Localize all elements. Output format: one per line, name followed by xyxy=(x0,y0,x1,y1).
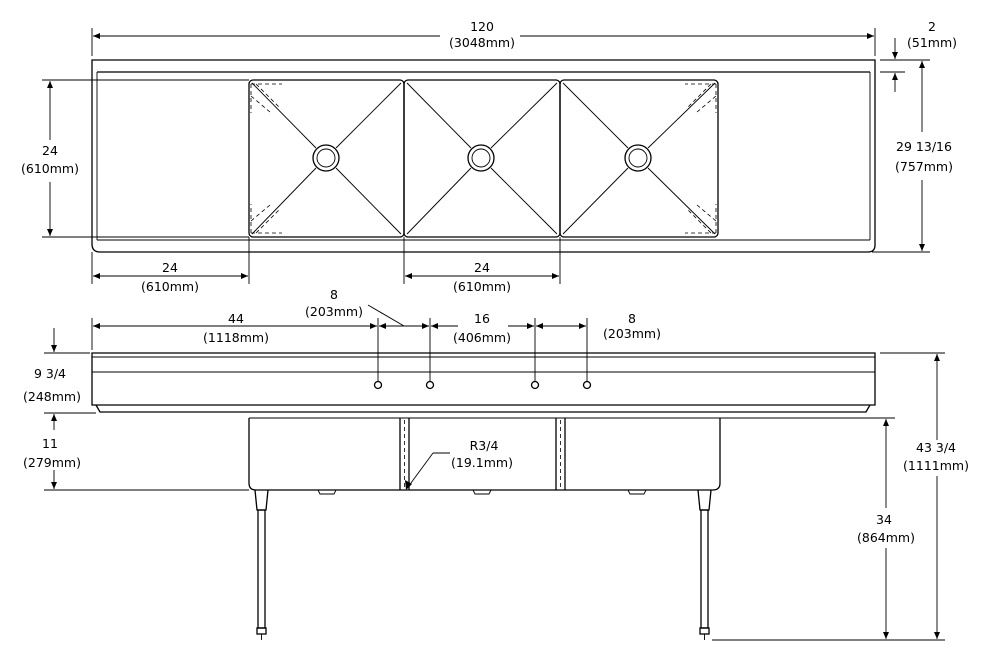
corner-radius-value: R3/4 xyxy=(470,438,499,453)
bowl-width-value: 24 xyxy=(474,260,490,275)
overall-depth-value: 29 13/16 xyxy=(896,139,952,154)
faucet-center-gap-metric: (406mm) xyxy=(453,330,511,345)
backsplash-height-value: 9 3/4 xyxy=(34,366,66,381)
top-view: 120 (3048mm) 2 (51mm) 29 13/16 (757mm) 2… xyxy=(21,19,957,294)
corner-radius-metric: (19.1mm) xyxy=(451,455,513,470)
leg-right xyxy=(697,489,712,640)
bowl-depth-metric: (610mm) xyxy=(21,161,79,176)
overall-height-value: 43 3/4 xyxy=(916,440,956,455)
overall-length-value: 120 xyxy=(470,19,494,34)
bowl-height-metric: (279mm) xyxy=(23,455,81,470)
working-height-metric: (864mm) xyxy=(857,530,915,545)
bowl-center xyxy=(403,79,561,238)
bowl-height-value: 11 xyxy=(42,436,58,451)
front-top-outline xyxy=(91,352,876,406)
backsplash-thickness-metric: (51mm) xyxy=(907,35,957,50)
faucet-spacing-left-value: 8 xyxy=(330,287,338,302)
drainboard-length-value: 24 xyxy=(162,260,178,275)
faucet-offset-metric: (1118mm) xyxy=(203,330,269,345)
overall-length-metric: (3048mm) xyxy=(449,35,515,50)
faucet-center-gap-value: 16 xyxy=(474,311,490,326)
faucet-hole xyxy=(425,380,435,390)
faucet-spacing-right-value: 8 xyxy=(628,311,636,326)
top-outline xyxy=(91,59,876,253)
leg-left xyxy=(254,489,269,640)
drainboard-length-metric: (610mm) xyxy=(141,279,199,294)
bowl-depth-value: 24 xyxy=(42,143,58,158)
faucet-spacing-left-metric: (203mm) xyxy=(305,304,363,319)
faucet-offset-value: 44 xyxy=(228,311,244,326)
bowl-left xyxy=(248,79,405,238)
working-height-value: 34 xyxy=(876,512,892,527)
overall-depth-metric: (757mm) xyxy=(895,159,953,174)
front-view: 44 (1118mm) 8 (203mm) 16 (406mm) 8 (203m… xyxy=(23,287,969,641)
faucet-hole xyxy=(373,380,383,390)
faucet-hole xyxy=(582,380,592,390)
bowl-right xyxy=(559,79,719,238)
faucet-spacing-right-metric: (203mm) xyxy=(603,326,661,341)
overall-height-metric: (1111mm) xyxy=(903,458,969,473)
backsplash-height-metric: (248mm) xyxy=(23,389,81,404)
faucet-hole xyxy=(530,380,540,390)
bowl-width-metric: (610mm) xyxy=(453,279,511,294)
bowl-body xyxy=(248,418,721,491)
backsplash-thickness-value: 2 xyxy=(928,19,936,34)
